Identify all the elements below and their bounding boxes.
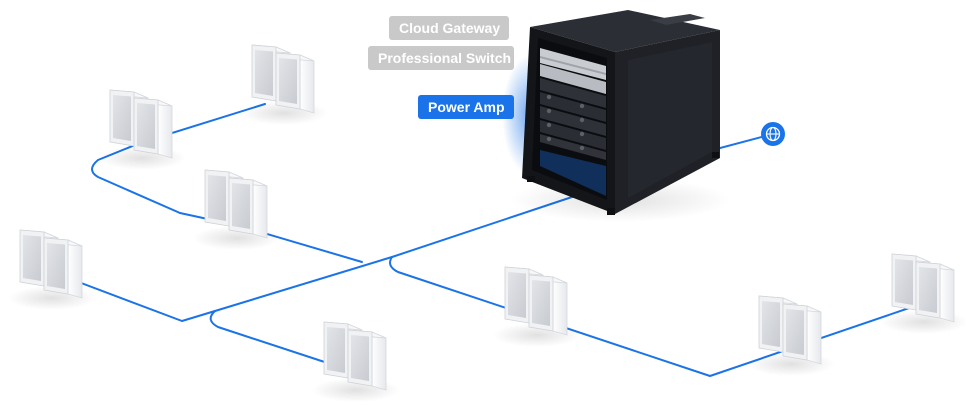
cable-segment [59,274,216,322]
cable-segment [91,142,181,214]
speaker-pair[interactable] [493,267,581,347]
speaker-pair[interactable] [240,45,328,125]
power-amp-label[interactable]: Power Amp [418,95,514,119]
speaker-pair[interactable] [8,230,96,310]
speaker-pair[interactable] [98,90,186,170]
speaker-pair[interactable] [312,322,400,402]
cloud-gateway-label[interactable]: Cloud Gateway [389,16,509,40]
professional-switch-label[interactable]: Professional Switch [368,46,514,70]
speaker-pair[interactable] [747,296,835,376]
rack-cabinet[interactable] [502,10,730,222]
cable-segment [389,195,916,377]
speaker-pair[interactable] [880,254,968,334]
speaker-pair[interactable] [193,170,281,250]
globe-icon[interactable] [761,122,785,146]
